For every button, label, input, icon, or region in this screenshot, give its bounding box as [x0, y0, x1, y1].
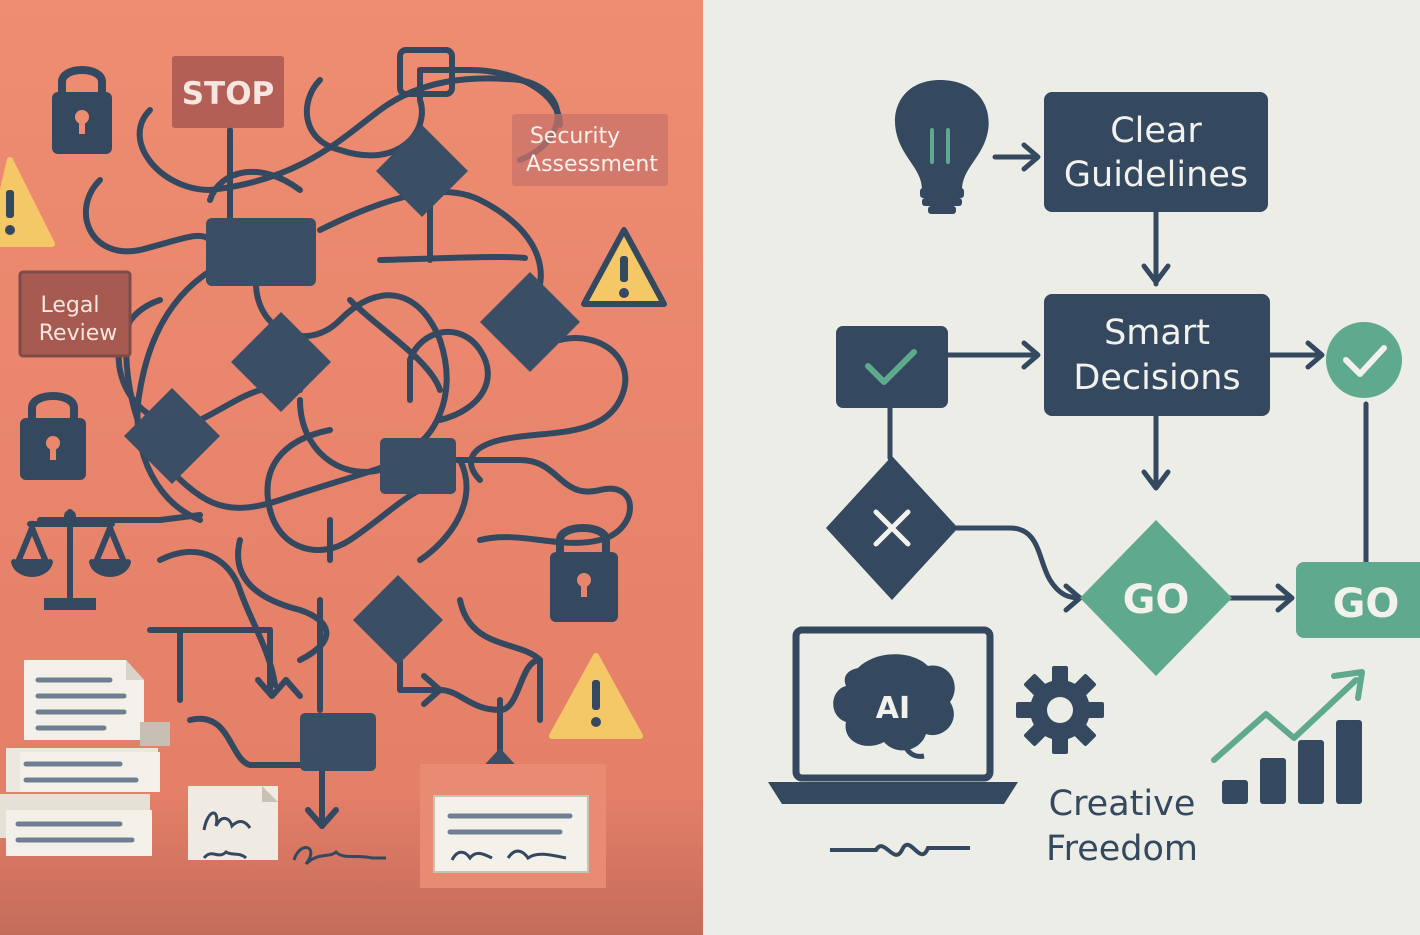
reject-diamond: [826, 456, 958, 600]
process-box: [206, 218, 316, 286]
security-assessment-label: Security Assessment: [512, 114, 668, 186]
contract-card: [420, 764, 606, 888]
legal-review-label: Legal Review: [18, 270, 132, 358]
signature-card: [188, 786, 278, 860]
review-text: Review: [39, 321, 118, 346]
warning-icon: [581, 227, 667, 307]
clear-guidelines-box: Clear Guidelines: [1044, 92, 1268, 212]
smart-text: Smart: [1104, 313, 1210, 353]
decision-diamond: [231, 312, 331, 412]
warning-icon: [549, 653, 643, 739]
x-icon: [873, 509, 911, 547]
freedom-text: Freedom: [1046, 829, 1198, 869]
tangled-arrowheads: [255, 673, 443, 829]
document-stack-icon: [0, 660, 170, 856]
left-flow-nodes: [124, 47, 580, 772]
right-panel: Clear Guidelines Smart Decisions GO: [703, 0, 1420, 935]
go-box-text: GO: [1333, 581, 1400, 627]
laptop-icon: AI: [768, 626, 1018, 804]
go-diamond-text: GO: [1123, 577, 1190, 623]
process-box: [300, 713, 376, 771]
go-diamond: GO: [1080, 520, 1232, 676]
squiggle-line: [830, 842, 970, 857]
clear-text: Clear: [1110, 111, 1202, 151]
check-box: [836, 326, 948, 408]
process-box: [380, 438, 456, 494]
start-box: [397, 47, 455, 97]
legal-text: Legal: [41, 293, 100, 318]
signature-icon: [292, 846, 386, 866]
check-circle: [1326, 322, 1402, 398]
check-icon: [1343, 345, 1387, 377]
lock-icon: [550, 524, 618, 622]
assessment-text: Assessment: [526, 152, 658, 177]
lightbulb-icon: [894, 80, 989, 214]
decision-diamond: [124, 388, 220, 484]
warning-icon: [0, 157, 55, 247]
decision-diamond: [353, 575, 443, 665]
stop-label: STOP: [172, 56, 284, 128]
ai-text: AI: [876, 691, 910, 726]
brain-icon: [833, 654, 955, 759]
security-text: Security: [530, 124, 620, 149]
decisions-text: Decisions: [1073, 358, 1240, 398]
guidelines-text: Guidelines: [1064, 155, 1248, 195]
left-panel: STOP Security Assessment Legal Review: [0, 0, 703, 935]
check-icon: [865, 349, 917, 385]
creative-text: Creative: [1049, 784, 1196, 824]
gear-icon: [1016, 666, 1104, 754]
go-box: GO: [1296, 562, 1420, 638]
lock-icon: [20, 392, 86, 480]
decision-diamond: [376, 125, 468, 217]
growth-chart-icon: [1211, 669, 1365, 804]
scales-icon: [11, 509, 131, 610]
lock-icon: [52, 66, 112, 154]
decision-diamond: [480, 272, 580, 372]
smart-decisions-box: Smart Decisions: [1044, 294, 1270, 416]
right-connectors: [887, 142, 1369, 613]
stop-text: STOP: [182, 76, 275, 112]
